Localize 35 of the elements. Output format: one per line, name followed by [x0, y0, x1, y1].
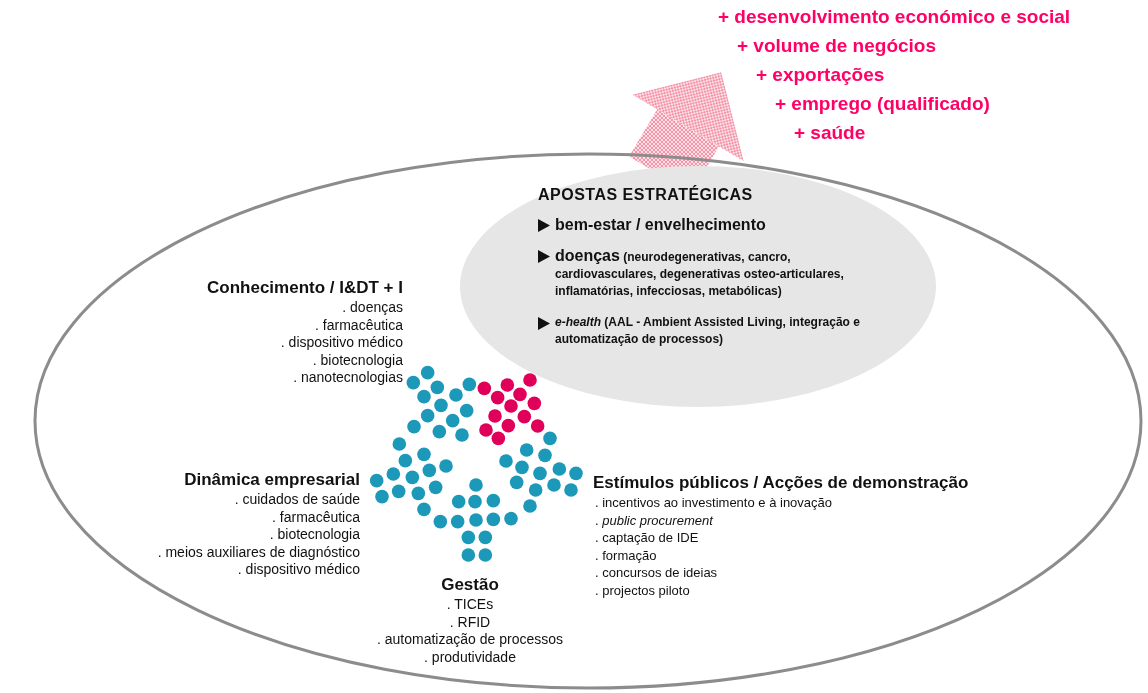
section-heading: Dinâmica empresarial: [184, 470, 360, 490]
section-heading: Estímulos públicos / Acções de demonstração: [593, 473, 969, 493]
list-item: . concursos de ideias: [595, 564, 718, 582]
list-item: . automatização de processos: [377, 631, 563, 648]
list-item: . dispositivo médico: [280, 334, 403, 351]
list-item: e-health (AAL - Ambient Assisted Living, integração e automatização de processos): [555, 314, 861, 348]
list-item: . captação de IDE: [595, 529, 699, 547]
list-item: . dispositivo médico: [237, 561, 360, 578]
list-item: . farmacêutica: [272, 508, 360, 526]
section-heading: Conhecimento / I&DT + I: [207, 278, 403, 298]
list-item: . projectos piloto: [595, 581, 690, 599]
list-item: . doenças: [342, 299, 403, 316]
section-heading: Gestão: [441, 575, 499, 595]
list-item: . biotecnologia: [269, 526, 360, 543]
list-item: . incentivos ao investimento e à inovação: [595, 494, 833, 512]
list-item: bem-estar / envelhecimento: [555, 216, 767, 233]
list-item: . RFID: [449, 613, 491, 631]
list-item: . biotecnologia: [312, 351, 403, 369]
list-item: doenças (neurodegenerativas, cancro, cardiovasculares, degenerativas osteo-articulares, inflamatórias, infecciosas, metabólicas): [555, 247, 845, 300]
outcome-item: + desenvolvimento económico e social: [718, 6, 1071, 28]
list-item: . public procurement: [595, 511, 713, 529]
list-item: . formação: [595, 546, 657, 564]
outcome-item: + emprego (qualificado): [775, 93, 990, 115]
list-item: . produtividade: [424, 648, 516, 666]
list-item: . cuidados de saúde: [234, 491, 360, 508]
oval-outline: [33, 152, 1143, 690]
outcome-item: + volume de negócios: [737, 35, 937, 57]
list-item: . farmacêutica: [315, 316, 403, 334]
outcome-item: + exportações: [756, 64, 885, 86]
list-item: . TICEs: [446, 596, 494, 613]
outcome-item: + saúde: [794, 122, 866, 144]
oval-panel: [458, 164, 938, 409]
list-item: . nanotecnologias: [293, 369, 403, 386]
list-item: . meios auxiliares de diagnóstico: [157, 543, 360, 561]
panel-heading: APOSTAS ESTRATÉGICAS: [538, 186, 753, 204]
